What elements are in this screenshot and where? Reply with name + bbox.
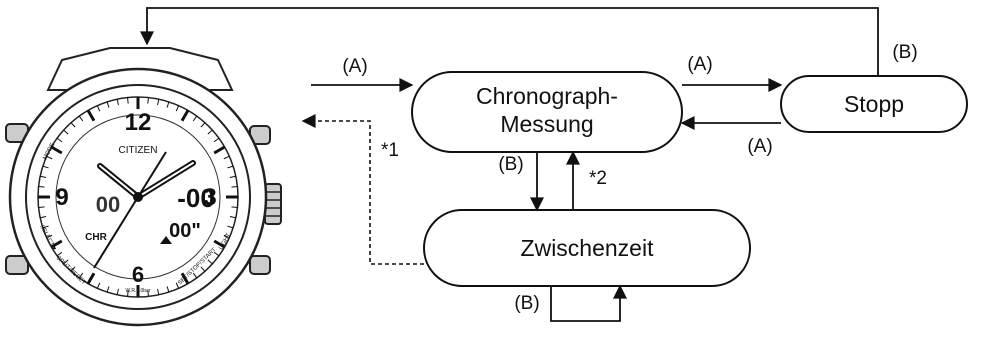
edge-measure-to-stop-label: (A) xyxy=(687,54,712,75)
minute-tick xyxy=(70,122,76,128)
hour-tick xyxy=(86,109,96,122)
minute-tick xyxy=(78,115,84,122)
node-stop xyxy=(780,75,968,133)
edge-stop-to-watch-label: (B) xyxy=(892,42,917,63)
logo-mark-icon xyxy=(160,236,172,244)
minute-tick xyxy=(78,272,84,279)
minute-tick xyxy=(106,286,110,293)
minute-tick xyxy=(63,129,69,135)
digital-sub-display: 00" xyxy=(169,220,201,242)
edge-split-to-measure-note: *2 xyxy=(589,168,607,189)
minute-tick xyxy=(231,206,238,208)
hour-tick xyxy=(180,109,190,122)
minute-tick xyxy=(96,282,101,289)
edge-stop-to-watch-arrow xyxy=(140,7,879,76)
hour-12-numeral: 12 xyxy=(125,109,152,136)
minute-tick xyxy=(56,137,63,143)
minute-tick xyxy=(200,266,206,272)
minute-tick xyxy=(116,99,119,106)
edge-split-self-loop-label: (B) xyxy=(514,293,539,314)
minute-tick xyxy=(42,225,49,229)
minute-tick xyxy=(38,186,45,188)
minute-tick xyxy=(40,216,47,219)
minute-tick xyxy=(175,282,180,289)
minute-tick xyxy=(229,216,236,219)
mode-indicator: CHR xyxy=(85,232,107,243)
hour-3-numeral: 3 xyxy=(203,184,216,211)
minute-tick xyxy=(229,175,236,178)
brand-logo: CITIZEN xyxy=(119,145,158,156)
minute-tick xyxy=(106,101,110,108)
hour-tick xyxy=(180,272,190,285)
pusher-bottom-left xyxy=(5,255,29,275)
minute-tick xyxy=(223,155,230,160)
minute-tick xyxy=(231,186,238,188)
minute-tick xyxy=(157,99,160,106)
minute-tick xyxy=(166,101,170,108)
second-hand xyxy=(93,196,139,269)
minute-tick xyxy=(63,259,69,265)
minute-tick xyxy=(46,234,53,239)
hour-tick xyxy=(50,239,63,249)
minute-tick xyxy=(175,105,180,112)
digital-main-display: -00 xyxy=(177,183,215,213)
hour-tick xyxy=(86,272,96,285)
watch-illustration: 12 3 6 9 CITIZEN -00 00" 00 CHR MODE SEL… xyxy=(5,47,282,327)
hour-9-numeral: 9 xyxy=(55,184,68,211)
minute-tick xyxy=(96,105,101,112)
hand-pivot xyxy=(133,192,143,202)
minute-tick xyxy=(147,290,149,297)
node-chronograph-line2: Messung xyxy=(500,111,593,137)
minute-tick xyxy=(42,165,49,169)
minute-tick xyxy=(38,206,45,208)
minute-tick xyxy=(127,97,129,104)
minute-tick xyxy=(46,155,53,160)
minute-tick xyxy=(147,97,149,104)
node-chronograph-line1: Chronograph- xyxy=(476,83,618,109)
minute-tick xyxy=(200,122,206,128)
edge-split-self-loop-arrow xyxy=(550,284,627,322)
minute-tick xyxy=(70,266,76,272)
node-chronograph-measurement xyxy=(411,71,683,153)
minute-tick xyxy=(213,137,220,143)
minute-tick xyxy=(40,175,47,178)
ring-label-wr: W.R. 10bar xyxy=(125,288,150,294)
node-split-time-label: Zwischenzeit xyxy=(521,235,655,261)
minute-tick xyxy=(56,251,63,257)
minute-tick xyxy=(227,225,234,229)
edge-measure-to-split-label: (B) xyxy=(498,154,523,175)
hour-tick xyxy=(50,145,63,155)
minute-tick xyxy=(223,234,230,239)
pusher-bottom-right xyxy=(249,255,271,275)
edge-entry-label: (A) xyxy=(342,56,367,77)
crown xyxy=(264,183,282,225)
edge-exit-dashed-arrow xyxy=(301,114,424,265)
hour-tick xyxy=(213,145,226,155)
minute-tick xyxy=(116,288,119,295)
minute-tick xyxy=(166,286,170,293)
minute-tick xyxy=(127,290,129,297)
node-split-time xyxy=(423,209,751,287)
minute-tick xyxy=(207,259,213,265)
edge-exit-note: *1 xyxy=(381,140,399,161)
minute-tick xyxy=(227,165,234,169)
edge-stop-to-measure-label: (A) xyxy=(747,136,772,157)
node-stop-label: Stopp xyxy=(844,91,904,117)
minute-tick xyxy=(207,129,213,135)
minute-tick xyxy=(192,115,198,122)
minute-tick xyxy=(213,251,220,257)
minute-tick xyxy=(192,272,198,279)
digital-left-display: 00 xyxy=(96,192,120,217)
hour-6-numeral: 6 xyxy=(132,262,144,287)
hour-tick xyxy=(213,239,226,249)
minute-tick xyxy=(157,288,160,295)
